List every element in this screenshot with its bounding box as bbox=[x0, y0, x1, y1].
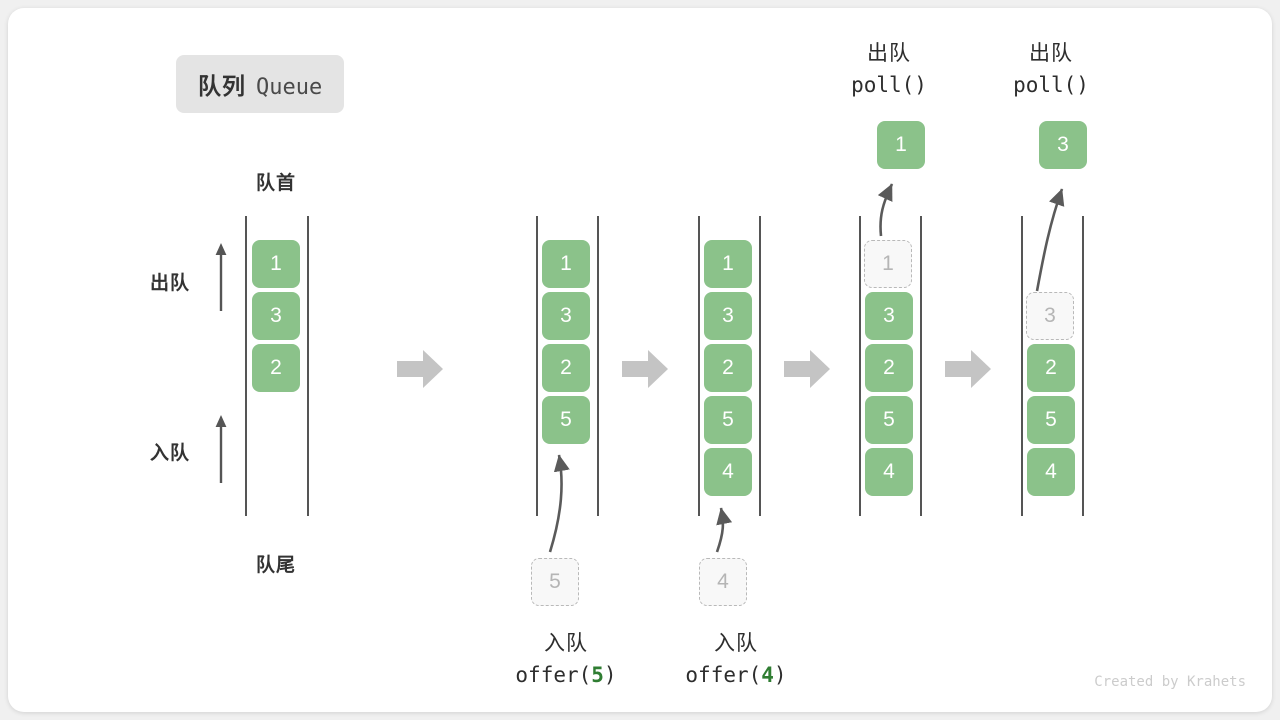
stage-caption-code: offer(5) bbox=[466, 660, 666, 692]
title-cn: 队列 bbox=[198, 73, 246, 99]
queue-element: 3 bbox=[252, 292, 300, 340]
queue-rail-right bbox=[759, 216, 761, 516]
title-en: Queue bbox=[256, 75, 323, 100]
queue-rail-left bbox=[698, 216, 700, 516]
stage-caption-cn: 出队 bbox=[1029, 42, 1073, 65]
queue-element: 3 bbox=[704, 292, 752, 340]
popped-element: 3 bbox=[1039, 121, 1087, 169]
dequeue-direction-arrow-icon bbox=[213, 241, 229, 316]
queue-element: 5 bbox=[865, 396, 913, 444]
queue-element: 1 bbox=[542, 240, 590, 288]
dequeue-motion-arrow bbox=[877, 183, 894, 237]
queue-element: 1 bbox=[704, 240, 752, 288]
step-arrow-icon bbox=[784, 348, 830, 395]
queue-rail-left bbox=[536, 216, 538, 516]
stage-caption-code: offer(4) bbox=[636, 660, 836, 692]
title-badge: 队列 Queue bbox=[176, 55, 345, 113]
queue-element: 3 bbox=[865, 292, 913, 340]
enqueue-motion-arrow bbox=[715, 507, 733, 553]
queue-rail-right bbox=[1082, 216, 1084, 516]
queue-element-new: 5 bbox=[542, 396, 590, 444]
code-arg: 4 bbox=[761, 662, 774, 687]
queue-element: 5 bbox=[704, 396, 752, 444]
queue-element: 4 bbox=[1027, 448, 1075, 496]
queue-element: 1 bbox=[252, 240, 300, 288]
stage-caption: 入队 offer(5) bbox=[466, 628, 666, 691]
queue-element: 3 bbox=[542, 292, 590, 340]
code-prefix: offer( bbox=[515, 662, 592, 687]
queue-rail-right bbox=[597, 216, 599, 516]
ghost-element: 5 bbox=[531, 558, 579, 606]
stage-caption-cn: 入队 bbox=[544, 632, 588, 655]
step-arrow-icon bbox=[945, 348, 991, 395]
queue-element: 5 bbox=[1027, 396, 1075, 444]
enqueue-direction-label: 入队 bbox=[150, 443, 191, 464]
queue-head-label: 队首 bbox=[255, 173, 296, 194]
stage-caption-cn: 入队 bbox=[714, 632, 758, 655]
queue-element: 2 bbox=[865, 344, 913, 392]
code-prefix: offer( bbox=[685, 662, 762, 687]
ghost-element: 4 bbox=[699, 558, 747, 606]
queue-tail-label: 队尾 bbox=[255, 555, 296, 576]
code-arg: 5 bbox=[591, 662, 604, 687]
popped-element: 1 bbox=[877, 121, 925, 169]
footer-credit: Created by Krahets bbox=[1094, 674, 1246, 690]
enqueue-motion-arrow bbox=[548, 454, 570, 553]
stage-caption: 入队 offer(4) bbox=[636, 628, 836, 691]
queue-rail-left bbox=[245, 216, 247, 516]
queue-element: 2 bbox=[252, 344, 300, 392]
stage-caption-cn: 出队 bbox=[867, 42, 911, 65]
stage-caption: 出队 poll() bbox=[961, 38, 1141, 101]
queue-rail-right bbox=[920, 216, 922, 516]
queue-rail-right bbox=[307, 216, 309, 516]
queue-element-new: 4 bbox=[704, 448, 752, 496]
queue-element: 4 bbox=[865, 448, 913, 496]
queue-rail-left bbox=[859, 216, 861, 516]
queue-element: 2 bbox=[542, 344, 590, 392]
queue-element: 2 bbox=[704, 344, 752, 392]
step-arrow-icon bbox=[397, 348, 443, 395]
stage-caption-code: poll() bbox=[1013, 72, 1089, 97]
dequeue-direction-label: 出队 bbox=[150, 273, 191, 294]
queue-element: 2 bbox=[1027, 344, 1075, 392]
stage-caption-code: poll() bbox=[851, 72, 927, 97]
dequeue-motion-arrow bbox=[1035, 188, 1065, 292]
code-suffix: ) bbox=[603, 662, 617, 687]
ghost-element: 1 bbox=[864, 240, 912, 288]
code-suffix: ) bbox=[773, 662, 787, 687]
ghost-element: 3 bbox=[1026, 292, 1074, 340]
stage-caption: 出队 poll() bbox=[799, 38, 979, 101]
queue-rail-left bbox=[1021, 216, 1023, 516]
enqueue-direction-arrow-icon bbox=[213, 413, 229, 488]
diagram-card: 队列 Queue 队首 队尾 出队 入队 1 3 2 1 3 bbox=[8, 8, 1272, 712]
step-arrow-icon bbox=[622, 348, 668, 395]
